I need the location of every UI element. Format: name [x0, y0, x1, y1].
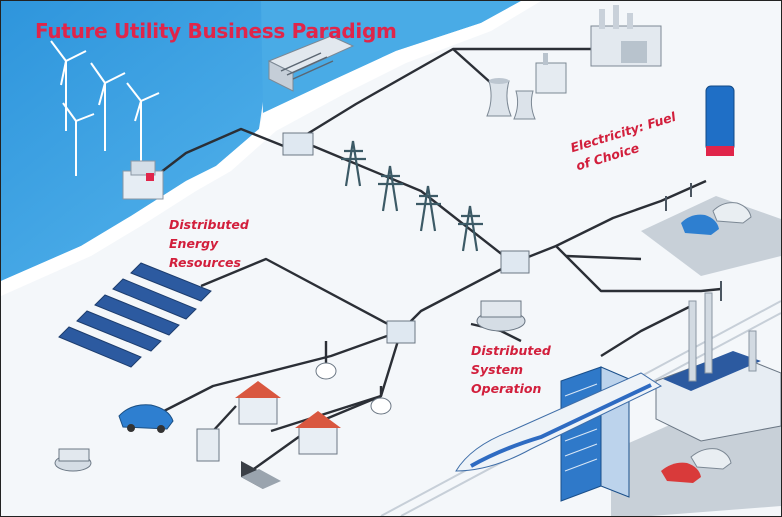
smart-meter-icon	[315, 362, 392, 415]
transmission-tower-icon	[341, 140, 483, 252]
river-area	[261, 1, 521, 113]
battery-storage-icon	[196, 428, 220, 462]
electric-car-icon	[661, 202, 752, 483]
solar-panel-icon	[58, 262, 212, 368]
laptop-icon	[241, 461, 281, 489]
electric-car-icon	[118, 404, 174, 433]
diagram-title: Future Utility Business Paradigm	[35, 19, 397, 43]
factory-icon	[590, 5, 662, 67]
control-center-icon	[54, 300, 526, 472]
substation-icon	[282, 132, 530, 344]
ev-charger-icon	[665, 183, 722, 301]
house-icon	[235, 381, 341, 455]
hydro-dam-icon	[267, 35, 355, 92]
power-lines	[142, 47, 722, 472]
wind-turbine-icon	[50, 40, 160, 176]
factory-icon	[655, 292, 781, 442]
power-plant-icon	[486, 53, 567, 120]
battery-storage-icon	[705, 85, 735, 156]
shore-strip	[1, 1, 541, 296]
label-distributed-energy-resources: Distributed Energy Resources	[169, 217, 249, 270]
substation-icon	[122, 160, 164, 200]
label-distributed-system-operation: Distributed System Operation	[471, 343, 551, 396]
high-speed-train-icon	[455, 372, 663, 472]
